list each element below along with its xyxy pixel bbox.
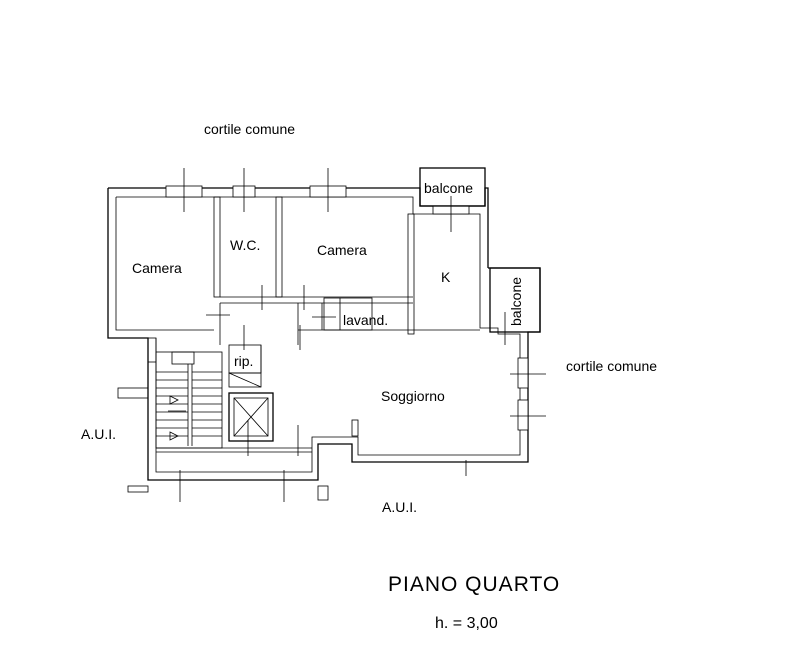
label-aui-left: A.U.I. <box>81 426 116 442</box>
label-kitchen: K <box>441 269 451 285</box>
balconies <box>419 167 541 333</box>
label-camera-left: Camera <box>132 260 182 276</box>
label-lavand: lavand. <box>343 312 388 328</box>
label-wc: W.C. <box>230 237 260 253</box>
label-camera-right: Camera <box>317 242 367 258</box>
height-note: h. = 3,00 <box>435 615 498 632</box>
cross-ticks <box>168 168 546 502</box>
label-cortile-top: cortile comune <box>204 121 295 137</box>
outer-walls <box>107 187 541 501</box>
plan-title: PIANO QUARTO <box>388 573 560 596</box>
label-balcone-right: balcone <box>508 277 524 326</box>
label-soggiorno: Soggiorno <box>381 388 445 404</box>
label-aui-bottom: A.U.I. <box>382 499 417 515</box>
label-balcone-top: balcone <box>424 180 473 196</box>
label-cortile-right: cortile comune <box>566 358 657 374</box>
staircase <box>155 351 223 449</box>
interior-walls <box>156 196 480 453</box>
label-rip: rip. <box>234 353 253 369</box>
